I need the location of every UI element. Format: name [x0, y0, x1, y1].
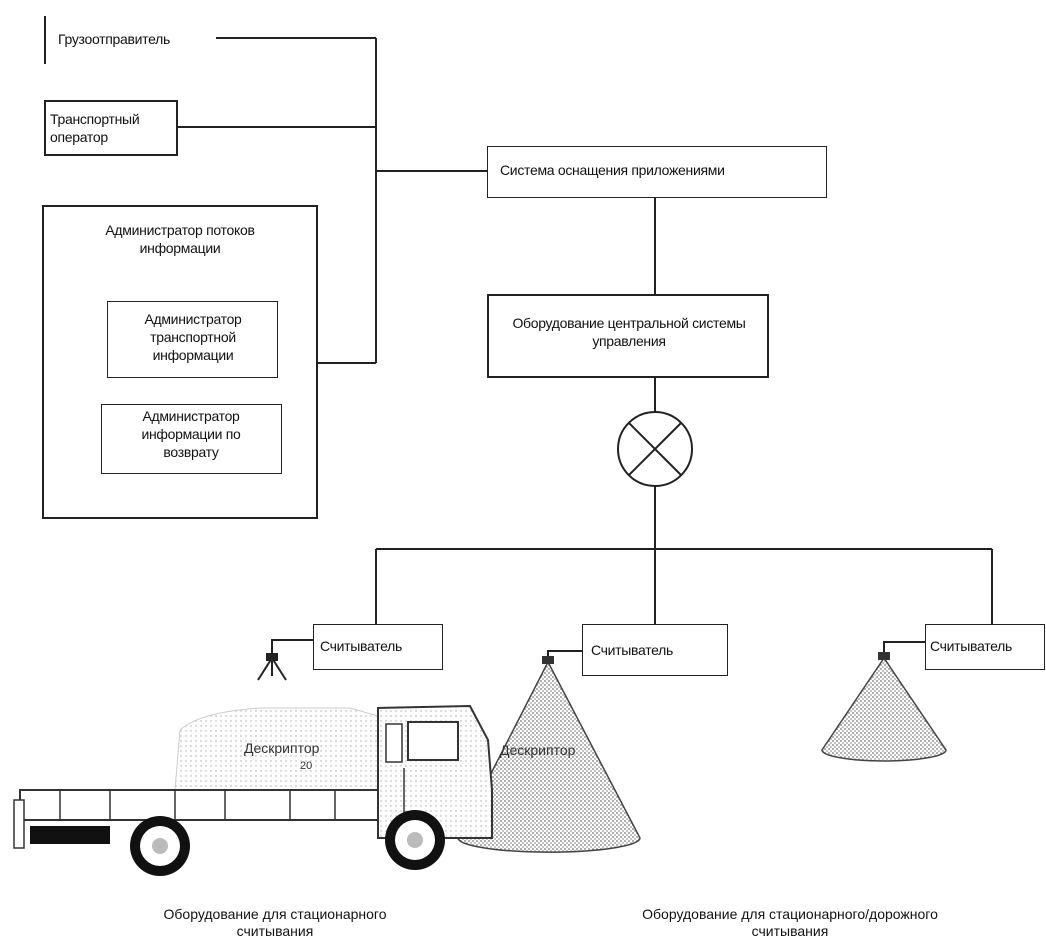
transport-operator-label: Транспортный оператор [50, 111, 140, 145]
reading-cone-right [821, 652, 947, 762]
transport-info-admin-label: Администратор транспортной информации [144, 311, 242, 363]
switch-icon [617, 411, 693, 487]
return-info-admin-box: Администратор информации по возврату [101, 404, 282, 474]
antenna-icon [257, 653, 287, 681]
reading-cone-middle [457, 656, 641, 853]
transport-operator-box: Транспортный оператор [44, 100, 178, 156]
truck-mark-label: 20 [300, 760, 313, 772]
reader-box-1: Считыватель [313, 624, 443, 670]
reader-label-3: Считыватель [930, 638, 1013, 654]
transport-info-admin-box: Администратор транспортной информации [107, 301, 278, 378]
descriptor-cone-label: Дескриптор [500, 742, 576, 758]
shipper-label: Грузоотправитель [58, 31, 171, 47]
info-flow-admin-label: Администратор потоков информации [105, 222, 255, 256]
caption-stationary-road-right: Оборудование для стационарного/дорожного… [642, 906, 938, 939]
reader-box-3: Считыватель [925, 624, 1045, 670]
central-equipment-label: Оборудование центральной системы управле… [512, 315, 746, 349]
caption-stationary-left: Оборудование для стационарного считывани… [163, 906, 387, 939]
shipper-box: Грузоотправитель [44, 16, 216, 64]
descriptor-truck-label: Дескриптор [244, 740, 320, 756]
truck-illustration [13, 704, 493, 876]
central-equipment-box: Оборудование центральной системы управле… [487, 294, 769, 378]
reader-label-2: Считыватель [591, 642, 674, 658]
reader-box-2: Считыватель [582, 624, 728, 676]
reader-label-1: Считыватель [320, 638, 403, 654]
central-connector-lines [375, 196, 993, 624]
return-info-admin-label: Администратор информации по возврату [141, 408, 241, 460]
application-system-label: Система оснащения приложениями [500, 162, 725, 178]
application-system-box: Система оснащения приложениями [487, 146, 827, 198]
